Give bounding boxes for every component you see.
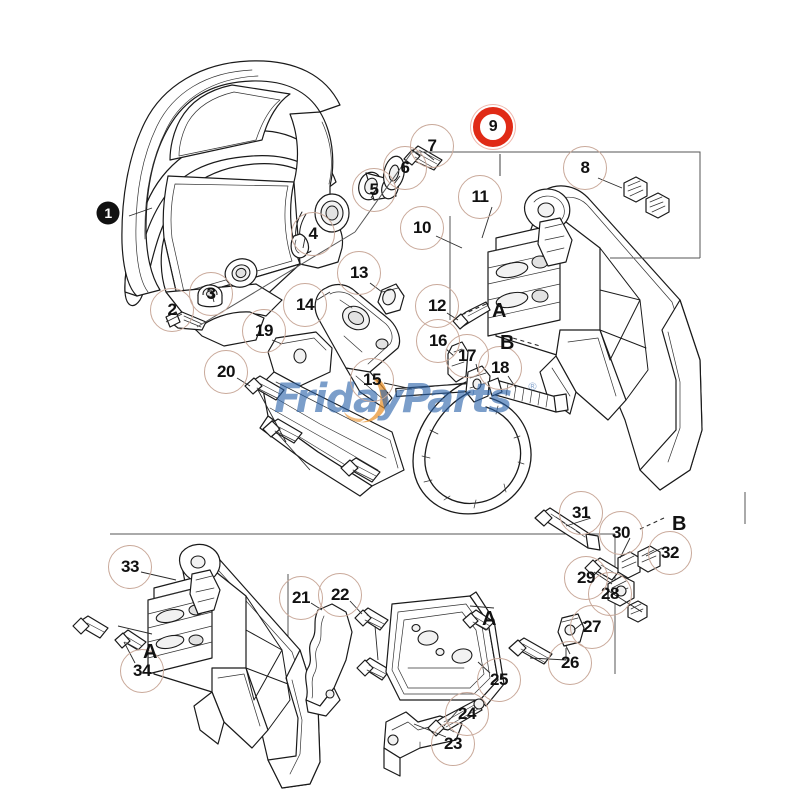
callout-bubble-24[interactable]: 24 (445, 692, 489, 736)
part-pin-15 (395, 382, 471, 398)
part-nuts-8 (623, 176, 670, 219)
callout-bubble-31[interactable]: 31 (559, 491, 603, 535)
callout-bubble-32[interactable]: 32 (648, 531, 692, 575)
callout-bubble-19[interactable]: 19 (242, 309, 286, 353)
callout-bubble-15[interactable]: 15 (350, 358, 394, 402)
letter-marker-a-3: A (143, 641, 158, 663)
callout-bubble-34[interactable]: 34 (120, 649, 164, 693)
part-bushing-13 (377, 283, 405, 315)
callout-bubble-9[interactable]: 9 (473, 107, 513, 147)
part-screws-20 (244, 375, 381, 483)
part-brake-housing-main (487, 185, 703, 491)
callout-bubble-6[interactable]: 6 (383, 146, 427, 190)
callout-bubble-1[interactable]: 1 (97, 202, 119, 224)
callout-bubble-14[interactable]: 14 (283, 283, 327, 327)
letter-marker-a-4: A (482, 608, 497, 630)
callout-bubble-10[interactable]: 10 (400, 206, 444, 250)
callout-bubble-21[interactable]: 21 (279, 576, 323, 620)
part-brake-band (412, 381, 532, 515)
callout-bubble-2[interactable]: 2 (150, 288, 194, 332)
callout-bubble-5[interactable]: 5 (352, 168, 396, 212)
letter-marker-b-5: B (672, 513, 687, 535)
part-screw-A-lower (72, 615, 109, 639)
callout-bubble-13[interactable]: 13 (337, 251, 381, 295)
callout-bubble-33[interactable]: 33 (108, 545, 152, 589)
callout-bubble-26[interactable]: 26 (548, 641, 592, 685)
part-guard-21 (305, 603, 353, 717)
part-brake-housing-lower-33 (147, 543, 321, 789)
part-nut-28 (627, 600, 648, 623)
part-screws-22 (354, 607, 391, 681)
callout-bubble-8[interactable]: 8 (563, 146, 607, 190)
callout-bubble-7[interactable]: 7 (410, 124, 454, 168)
part-screw-top-25 (462, 609, 495, 631)
callout-bubble-22[interactable]: 22 (318, 573, 362, 617)
callout-bubble-4[interactable]: 4 (291, 212, 335, 256)
callout-bubble-18[interactable]: 18 (478, 346, 522, 390)
callout-bubble-30[interactable]: 30 (599, 511, 643, 555)
letter-marker-a-1: A (492, 300, 507, 322)
part-screw-12 (452, 301, 491, 330)
callout-bubble-20[interactable]: 20 (204, 350, 248, 394)
part-screw-34 (114, 629, 147, 651)
callout-bubble-25[interactable]: 25 (477, 658, 521, 702)
callout-bubble-11[interactable]: 11 (458, 175, 502, 219)
part-bracket-19 (259, 331, 405, 497)
callout-bubble-3[interactable]: 3 (189, 272, 233, 316)
callout-bubble-29[interactable]: 29 (564, 556, 608, 600)
letter-marker-b-2: B (500, 332, 515, 354)
